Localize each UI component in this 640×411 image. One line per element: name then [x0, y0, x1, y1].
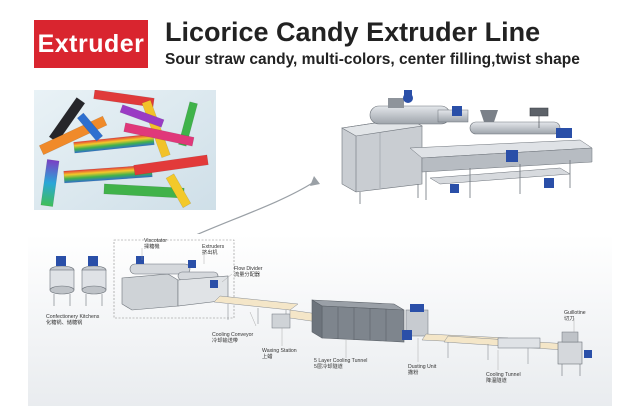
label-waxing: Waxing Station	[262, 348, 297, 354]
page-subtitle: Sour straw candy, multi-colors, center f…	[165, 51, 580, 68]
label-cooling-conveyor-cn: 冷却输送带	[212, 338, 238, 344]
label-kitchens-cn: 化糖锅、储糖锅	[46, 320, 83, 326]
label-flow-divider-cn: 流量分配器	[234, 272, 260, 278]
label-dusting-cn: 撒粉	[408, 370, 419, 376]
label-viscotator: Viscotator	[144, 238, 167, 244]
candy-photo	[34, 90, 216, 210]
label-extruders: Extruders	[202, 244, 225, 250]
label-kitchens: Confectionery Kitchens	[46, 314, 100, 320]
label-viscotator-cn: 揉糖機	[144, 244, 160, 250]
label-cooling-tunnel: Cooling Tunnel	[486, 372, 521, 378]
label-flow-divider: Flow Divider	[234, 266, 263, 272]
extruder-render	[330, 88, 610, 228]
label-extruders-cn: 挤出机	[202, 250, 218, 256]
label-guillotine: Guillotine	[564, 310, 586, 316]
label-cooling-tunnel-5-cn: 5层冷却隧道	[314, 364, 343, 370]
label-cooling-tunnel-5: 5 Layer Cooling Tunnel	[314, 358, 368, 364]
label-cooling-conveyor: Cooling Conveyor	[212, 332, 254, 338]
label-dusting: Dusting Unit	[408, 364, 437, 370]
page-title: Licorice Candy Extruder Line	[165, 17, 541, 47]
label-guillotine-cn: 切刀	[564, 316, 575, 322]
label-waxing-cn: 上蜡	[262, 354, 273, 360]
production-line-layout	[28, 234, 612, 406]
label-cooling-tunnel-cn: 降温隧道	[486, 378, 507, 384]
extruder-badge: Extruder	[34, 20, 148, 68]
